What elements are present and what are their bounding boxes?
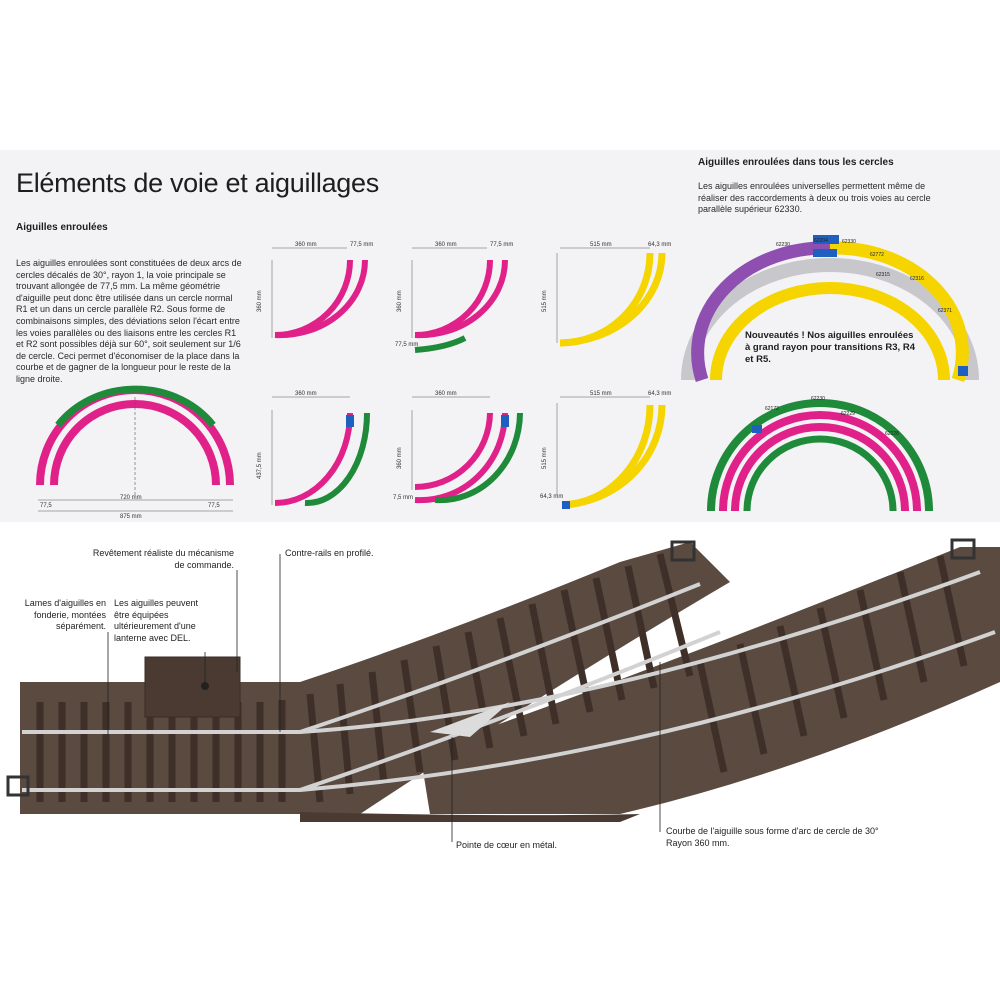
dim-643-b: 64,3 mm (648, 391, 671, 397)
ring-tag-5: 62315 (876, 272, 890, 278)
dim-360v-a: 360 mm (257, 290, 263, 312)
track-switch-photo (6, 538, 1000, 842)
ring-tag-4: 62772 (870, 252, 884, 258)
big-radius-ring-diagram: 62330 62204 62230 62772 62315 62316 6237… (681, 235, 979, 383)
ring-tag-1: 62330 (842, 239, 856, 245)
dim-360-b: 360 mm (435, 242, 457, 248)
dim-360v-d: 360 mm (397, 447, 403, 469)
yellow-curve-diagram-b: 515 mm 64,3 mm 515 mm 64,3 mm (540, 391, 671, 509)
callout-mechanism-cover: Revêtement réaliste du mécanisme de comm… (92, 548, 234, 570)
dim-360-c: 360 mm (295, 391, 317, 397)
dim-4375: 437,5 mm (257, 452, 263, 479)
quarter-curve-diagram-d: 360 mm 360 mm 7,5 mm (393, 391, 523, 504)
dim-643-c: 64,3 mm (540, 494, 563, 500)
callout-switch-blades: Lames d'aiguilles en fonderie, montées s… (24, 598, 106, 631)
standard-ring-diagram: 62230 62229 62172 62228 (707, 396, 933, 512)
dim-77-b: 77,5 mm (490, 242, 513, 248)
ring-tag-9: 62229 (841, 411, 855, 417)
quarter-curve-diagram-b: 360 mm 77,5 mm 360 mm 77,5 mm (395, 242, 513, 353)
dim-515-a: 515 mm (590, 242, 612, 248)
dim-77-a: 77,5 mm (350, 242, 373, 248)
dim-75: 7,5 mm (393, 495, 413, 501)
ring-tag-2: 62204 (814, 238, 828, 244)
callout-guard-rails: Contre-rails en profilé. (285, 548, 374, 558)
dim-77-left: 77,5 (40, 503, 52, 509)
diagram-panel (0, 150, 1000, 522)
ring-tag-3: 62230 (776, 242, 790, 248)
quarter-curve-diagram-c: 360 mm 437,5 mm (257, 391, 370, 507)
dim-515v-b: 515 mm (542, 447, 548, 469)
ring-tag-8: 62230 (811, 396, 825, 402)
dim-77-c: 77,5 mm (395, 342, 418, 348)
dim-515-b: 515 mm (590, 391, 612, 397)
semicircle-switch-diagram: 77,5 720 mm 77,5 875 mm (36, 385, 234, 520)
dim-643-a: 64,3 mm (648, 242, 671, 248)
callout-led-lantern: Les aiguilles peuvent être équipées ulté… (114, 598, 199, 643)
ring-tag-10: 62172 (765, 406, 779, 412)
dim-360-a: 360 mm (295, 242, 317, 248)
right-subheading: Aiguilles enroulées dans tous les cercle… (698, 157, 894, 168)
callout-metal-frog: Pointe de cœur en métal. (456, 840, 558, 850)
callout-switch-curve: Courbe de l'aiguille sous forme d'arc de… (666, 826, 879, 848)
quarter-curve-diagram-a: 360 mm 77,5 mm 360 mm (257, 242, 373, 339)
ring-tag-11: 62228 (885, 431, 899, 437)
page-title: Eléments de voie et aiguillages (16, 168, 379, 198)
ring-tag-7: 62371 (938, 308, 952, 314)
ring-tag-6: 62316 (910, 276, 924, 282)
dim-360-d: 360 mm (435, 391, 457, 397)
dim-720: 720 mm (120, 495, 142, 501)
left-body-text: Les aiguilles enroulées sont constituées… (16, 258, 242, 384)
yellow-curve-diagram-a: 515 mm 64,3 mm 515 mm (542, 242, 671, 347)
new-items-note: Nouveautés ! Nos aiguilles enroulées à g… (745, 330, 915, 365)
dim-77-right: 77,5 (208, 503, 220, 509)
dim-515v-a: 515 mm (542, 290, 548, 312)
right-body-text: Les aiguilles enroulées universelles per… (698, 181, 931, 215)
dim-875: 875 mm (120, 514, 142, 520)
dim-360v-b: 360 mm (397, 290, 403, 312)
left-subheading: Aiguilles enroulées (16, 222, 108, 233)
